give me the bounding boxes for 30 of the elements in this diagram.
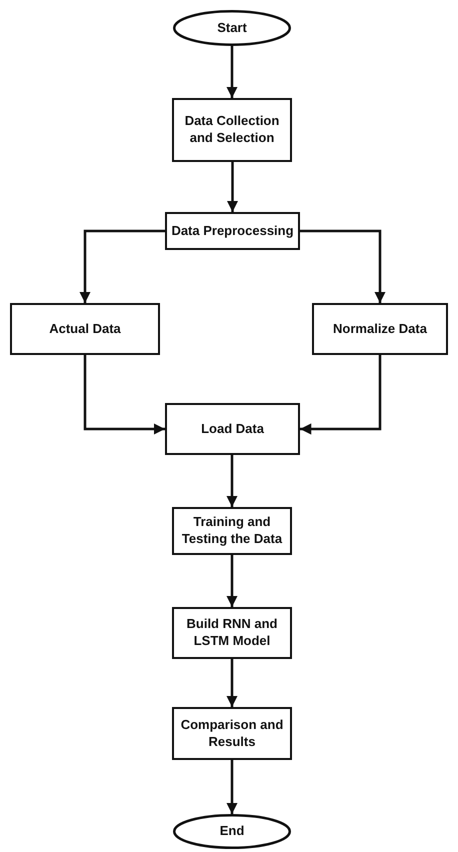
process-box [165,212,300,250]
arrow [226,455,238,507]
process-box [165,403,300,455]
node-label: Data Preprocessing [170,222,295,240]
arrow [226,659,238,707]
node-label: End [218,823,246,840]
process-box [172,98,292,162]
arrow [84,355,165,435]
node-label: Training and Testing the Data [180,514,284,548]
arrow [226,555,238,607]
terminal-ellipse [173,10,291,46]
node-label: Normalize Data [332,320,428,338]
arrow [226,46,238,98]
arrow [300,355,382,435]
process-box [172,707,292,760]
node-label: Actual Data [48,320,122,338]
process-box [10,303,160,355]
node-label: Build RNN and LSTM Model [186,616,278,650]
node-label: Load Data [200,420,265,438]
node-label: Comparison and Results [180,716,284,750]
arrow [226,760,238,814]
arrow [300,230,386,303]
arrow [79,230,165,303]
process-box [312,303,448,355]
arrow [226,162,238,212]
node-label: Data Collection and Selection [184,113,280,147]
node-label: Start [216,20,248,36]
terminal-ellipse [173,814,291,849]
process-box [172,607,292,659]
process-box [172,507,292,555]
